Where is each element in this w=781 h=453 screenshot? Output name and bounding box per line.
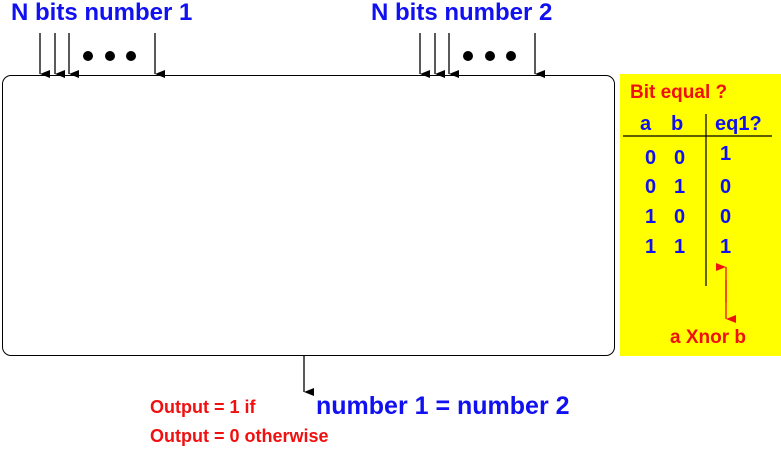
number1-input-arrows	[39, 33, 165, 78]
output-line1-prefix: Output = 1 if	[150, 397, 256, 417]
cell-eq: 0	[720, 206, 732, 228]
cell-a: 1	[645, 206, 657, 228]
ellipsis-dot	[506, 51, 516, 61]
comparator-box	[2, 75, 615, 356]
cell-a: 0	[645, 147, 657, 169]
number2-label: N bits number 2	[371, 0, 553, 26]
cell-eq: 0	[720, 176, 732, 198]
cell-a: 1	[645, 236, 657, 258]
truth-table-panel: Bit equal ? a b eq1? 0 0 1 0 1 0 1 0 0 1…	[620, 74, 781, 356]
ellipsis-dot	[105, 51, 115, 61]
truth-table-title: Bit equal ?	[630, 82, 728, 103]
cell-eq: 1	[720, 143, 732, 165]
header-eq1: eq1?	[715, 113, 762, 135]
cell-b: 1	[674, 176, 686, 198]
cell-b: 0	[674, 206, 686, 228]
xnor-note: a Xnor b	[670, 327, 747, 348]
ellipsis-dot	[463, 51, 473, 61]
ellipsis-dot	[83, 51, 93, 61]
cell-a: 0	[645, 176, 657, 198]
cell-b: 0	[674, 147, 686, 169]
ellipsis-dot	[485, 51, 495, 61]
truth-table-lines	[623, 114, 772, 323]
ellipsis-dot	[126, 51, 136, 61]
output-line1-condition: number 1 = number 2	[316, 392, 570, 420]
number1-label: N bits number 1	[11, 0, 193, 26]
number2-input-arrows	[419, 33, 545, 78]
output-line2: Output = 0 otherwise	[150, 426, 329, 446]
cell-b: 1	[674, 236, 686, 258]
cell-eq: 1	[720, 236, 732, 258]
header-b: b	[671, 113, 684, 135]
header-a: a	[640, 113, 652, 135]
